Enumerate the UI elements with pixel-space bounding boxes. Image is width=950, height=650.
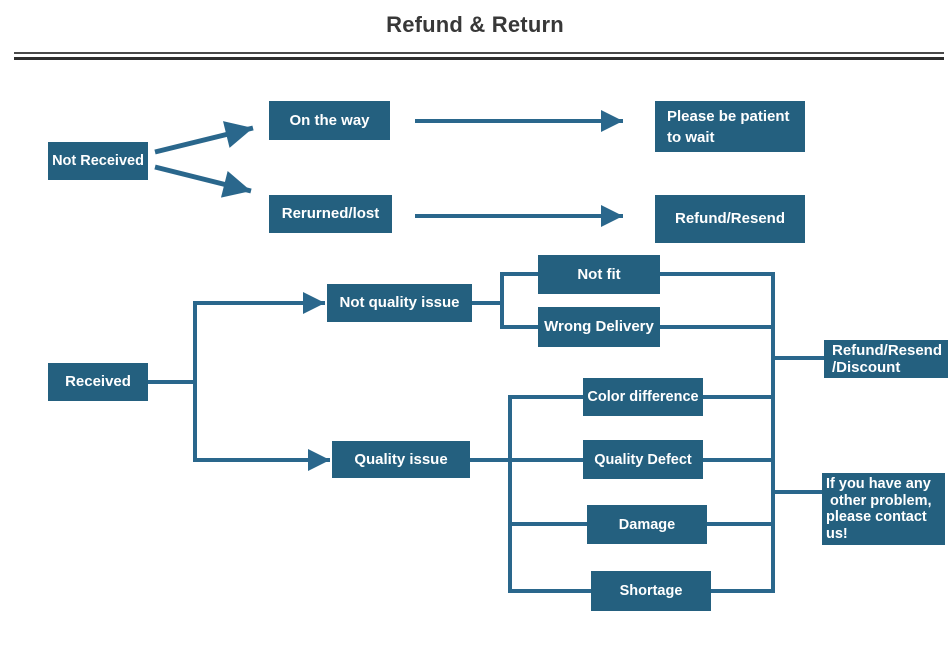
title-rule-thick — [14, 57, 944, 60]
node-quality-issue: Quality issue — [332, 441, 470, 478]
node-please-be-patient: Please be patient to wait — [655, 101, 805, 152]
node-not-fit: Not fit — [538, 255, 660, 294]
node-damage: Damage — [587, 505, 707, 544]
node-label: Damage — [618, 516, 676, 533]
node-color-difference: Color difference — [583, 378, 703, 416]
node-label: Wrong Delivery — [544, 318, 654, 335]
node-shortage: Shortage — [591, 571, 711, 611]
node-not-received: Not Received — [48, 142, 148, 180]
node-wrong-delivery: Wrong Delivery — [538, 307, 660, 347]
node-label: If you have any other problem, please co… — [826, 476, 932, 542]
node-not-quality-issue: Not quality issue — [327, 284, 472, 322]
node-label: Not Received — [52, 153, 144, 169]
node-label: Color difference — [587, 389, 699, 405]
node-label: Shortage — [619, 583, 683, 599]
node-returned-lost: Rerurned/lost — [269, 195, 392, 233]
node-refund-resend: Refund/Resend — [655, 195, 805, 243]
node-label: Please be patient to wait — [667, 107, 790, 146]
node-label: Refund/Resend — [674, 210, 785, 227]
edge-notreceived-ontheway — [154, 121, 254, 155]
node-on-the-way: On the way — [269, 101, 390, 140]
node-label: Quality issue — [354, 450, 448, 468]
title-rule-thin — [14, 52, 944, 54]
edge-notreceived-returnedlost — [154, 164, 252, 198]
node-label: Rerurned/lost — [281, 205, 380, 222]
node-quality-defect: Quality Defect — [583, 440, 703, 479]
node-label: Not fit — [577, 265, 621, 283]
node-received: Received — [48, 363, 148, 401]
node-contact-us: If you have any other problem, please co… — [822, 473, 945, 545]
node-label: Not quality issue — [339, 294, 460, 311]
node-label: Refund/Resend /Discount — [832, 342, 943, 376]
node-label: Received — [65, 373, 131, 390]
node-label: Quality Defect — [594, 451, 692, 468]
node-refund-resend-discount: Refund/Resend /Discount — [824, 340, 948, 378]
node-label: On the way — [289, 111, 370, 129]
page-title: Refund & Return — [386, 12, 564, 37]
